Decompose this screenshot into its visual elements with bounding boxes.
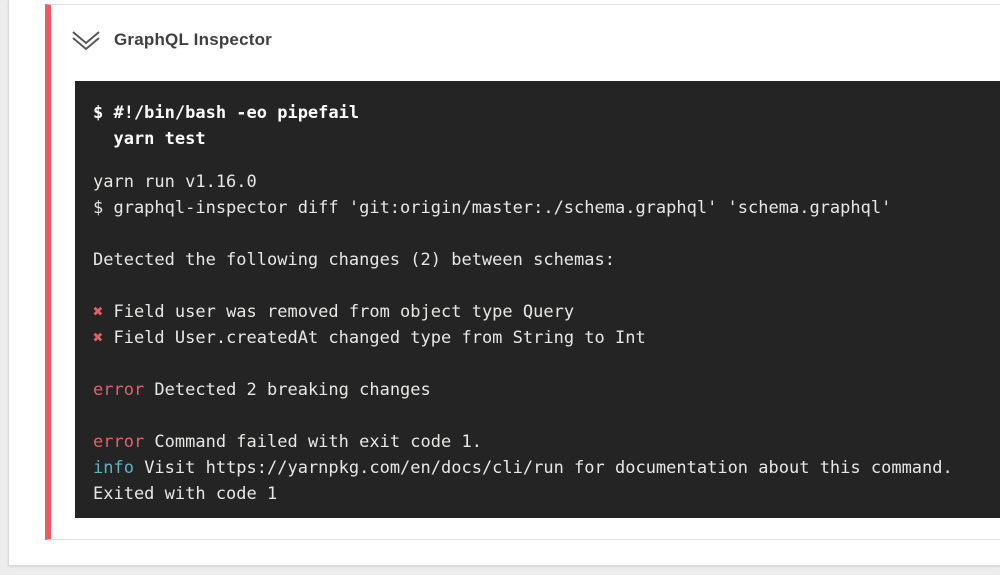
step-header[interactable]: GraphQL Inspector	[71, 27, 272, 53]
terminal-line: $ graphql-inspector diff 'git:origin/mas…	[93, 195, 982, 221]
terminal-line: yarn run v1.16.0	[93, 169, 982, 195]
terminal-segment-cyan: info	[93, 458, 134, 478]
terminal-segment-red: error	[93, 380, 145, 400]
terminal-line	[93, 221, 982, 247]
terminal-segment-red: ✖	[93, 328, 104, 348]
terminal-line	[93, 403, 982, 429]
terminal-segment-red: ✖	[93, 302, 104, 322]
terminal-segment: yarn run v1.16.0	[93, 172, 257, 192]
content-panel: GraphQL Inspector $ #!/bin/bash -eo pipe…	[8, 0, 1000, 566]
terminal-command-block: $ #!/bin/bash -eo pipefail yarn test	[93, 100, 982, 152]
terminal-line: info Visit https://yarnpkg.com/en/docs/c…	[93, 455, 982, 481]
terminal-line: Detected the following changes (2) betwe…	[93, 247, 982, 273]
terminal-output: $ #!/bin/bash -eo pipefail yarn test yar…	[75, 81, 1000, 518]
build-step-card: GraphQL Inspector $ #!/bin/bash -eo pipe…	[45, 4, 1000, 540]
collapse-chevron-icon[interactable]	[71, 29, 101, 51]
terminal-line: ✖ Field User.createdAt changed type from…	[93, 325, 982, 351]
terminal-line	[93, 273, 982, 299]
terminal-line: ✖ Field user was removed from object typ…	[93, 299, 982, 325]
terminal-segment: Exited with code 1	[93, 484, 278, 504]
terminal-line: $ #!/bin/bash -eo pipefail	[93, 103, 360, 123]
step-title: GraphQL Inspector	[114, 30, 273, 49]
terminal-segment: Field user was removed from object type …	[103, 302, 575, 322]
terminal-output-block: yarn run v1.16.0 $ graphql-inspector diff…	[93, 169, 982, 507]
terminal-line: error Detected 2 breaking changes	[93, 377, 982, 403]
terminal-segment: $ graphql-inspector diff 'git:origin/mas…	[93, 198, 892, 218]
terminal-line: error Command failed with exit code 1.	[93, 429, 982, 455]
terminal-segment: Detected the following changes (2) betwe…	[93, 250, 615, 270]
terminal-segment: Detected 2 breaking changes	[144, 380, 431, 400]
terminal-segment-red: error	[93, 432, 145, 452]
terminal-segment: Visit https://yarnpkg.com/en/docs/cli/ru…	[133, 458, 953, 478]
terminal-line	[93, 351, 982, 377]
terminal-segment: Field User.createdAt changed type from S…	[103, 328, 646, 348]
terminal-line: Exited with code 1	[93, 481, 982, 507]
terminal-segment: Command failed with exit code 1.	[144, 432, 482, 452]
terminal-line: yarn test	[93, 129, 206, 149]
